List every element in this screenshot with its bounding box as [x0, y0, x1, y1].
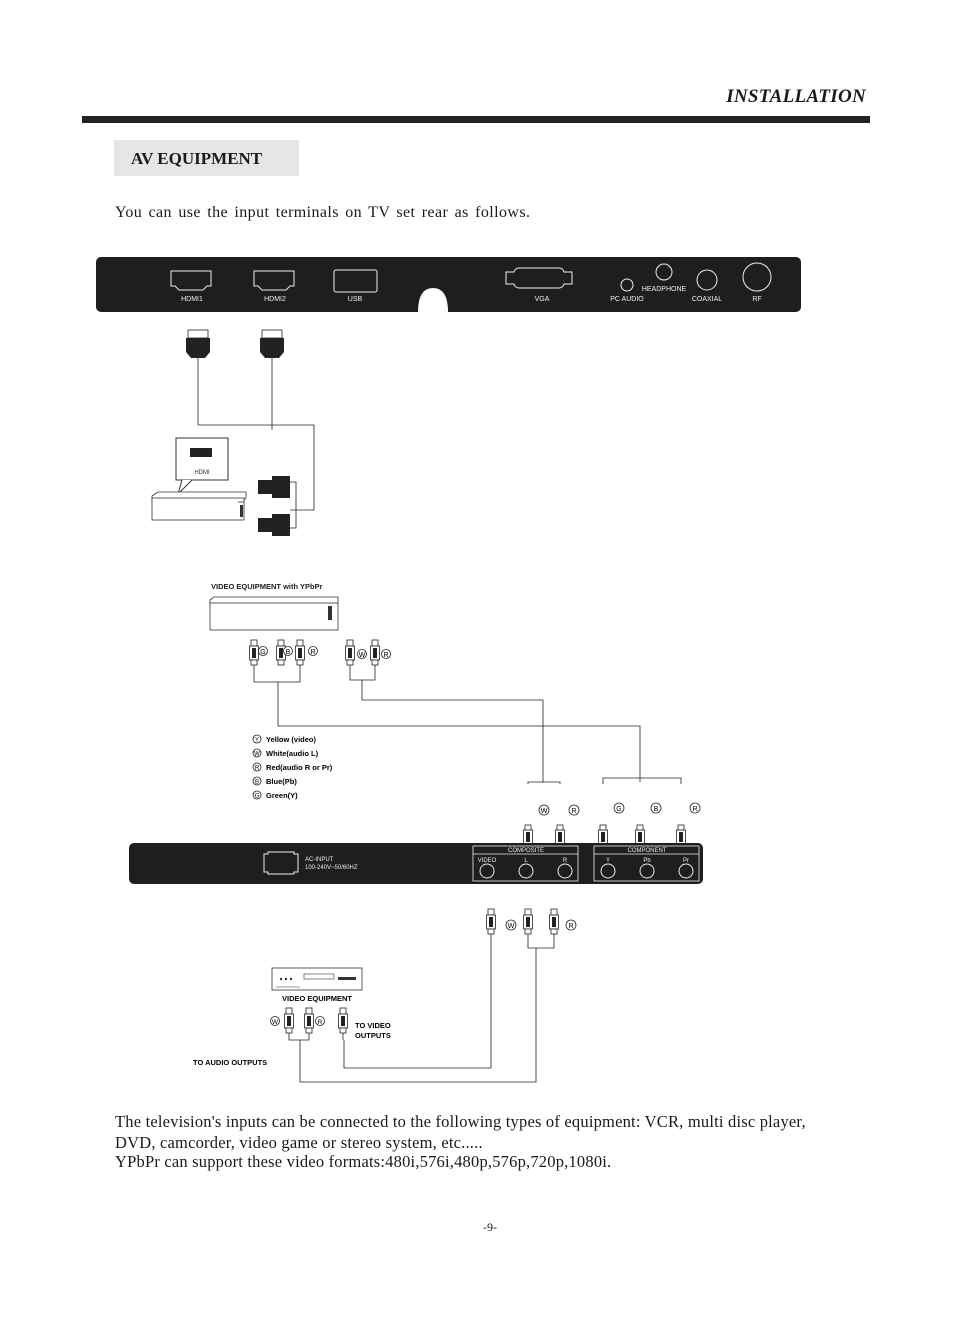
rca-plug-red [295, 639, 305, 666]
pb-jack [639, 863, 655, 879]
page-number: -9- [483, 1220, 497, 1234]
legend-white: White(audio L) [266, 749, 319, 758]
to-video-outputs-line1: TO VIDEO [355, 1021, 391, 1030]
hdmi-cable-1 [186, 329, 210, 425]
plug-letter-w-eq: W [272, 1019, 279, 1026]
connection-diagram: HDMI1 HDMI2 USB VGA PC AUDIO HEADPHONE C… [96, 257, 801, 1083]
ypbpr-video-device [209, 596, 339, 631]
legend-yellow: Yellow (video) [266, 735, 317, 744]
coaxial-jack [696, 269, 718, 291]
pr-jack-label: Pr [683, 858, 689, 864]
video-jack-label: VIDEO [478, 858, 497, 864]
hdmi-device-label: HDMI [194, 470, 210, 476]
ypbpr-plug-letters: G B R W R [258, 646, 391, 659]
legend-green: Green(Y) [266, 791, 298, 800]
hdmi-plug-device-1 [258, 476, 290, 498]
plug-letter-r2: R [383, 652, 388, 659]
video-out-plug [338, 1007, 348, 1034]
to-audio-outputs: TO AUDIO OUTPUTS [193, 1058, 267, 1067]
video-jack [479, 863, 495, 879]
plug-letter-b-comp: B [654, 806, 659, 813]
component-label: COMPONENT [628, 848, 667, 854]
l-jack-label: L [524, 858, 528, 864]
rf-label: RF [752, 296, 761, 303]
ac-spec-label: 100-240V~50/60HZ [305, 865, 358, 871]
svg-text:G: G [255, 794, 260, 800]
hdmi1-port [170, 270, 212, 291]
plug-letter-g-comp: G [616, 806, 621, 813]
plug-letter-r-comp2: R [692, 806, 697, 813]
plug-letter-b: B [286, 649, 291, 656]
svg-text:R: R [255, 766, 260, 772]
usb-label: USB [348, 296, 363, 303]
body-text-line1: The television's inputs can be connected… [115, 1112, 806, 1131]
r-jack-label: R [563, 858, 568, 864]
to-video-outputs-line2: OUTPUTS [355, 1031, 391, 1040]
hdmi-source-device [151, 437, 247, 521]
header-rule [82, 116, 870, 123]
section-title: AV EQUIPMENT [131, 149, 263, 168]
plug-letter-r-comp: R [571, 808, 576, 815]
y-jack [600, 863, 616, 879]
lower-composite-plugs: W R [486, 908, 577, 935]
composite-label: COMPOSITE [508, 848, 544, 854]
plug-letter-r-lower: R [568, 923, 573, 930]
svg-text:B: B [255, 780, 259, 786]
legend-red: Red(audio R or Pr) [266, 763, 333, 772]
section-title-box [114, 140, 299, 176]
audio-r-jack [557, 863, 573, 879]
rca-plug-white [345, 639, 355, 666]
ypbpr-cables [253, 665, 682, 784]
rf-jack [742, 262, 772, 292]
video-equipment-device [271, 967, 363, 991]
top-rear-panel [96, 257, 801, 312]
pc-audio-label: PC AUDIO [610, 296, 644, 303]
headphone-label: HEADPHONE [642, 286, 687, 293]
audio-l-jack [518, 863, 534, 879]
intro-text: You can use the input terminals on TV se… [115, 204, 531, 221]
plug-letter-r-eq: R [318, 1019, 323, 1026]
lower-cables [299, 934, 555, 1083]
pb-jack-label: Pb [643, 858, 651, 864]
usb-port [333, 269, 378, 293]
plug-letter-w-comp: W [541, 808, 548, 815]
hdmi1-label: HDMI1 [181, 296, 203, 303]
ac-input-label: AC-INPUT [305, 857, 334, 863]
coaxial-label: COAXIAL [692, 296, 722, 303]
svg-text:W: W [254, 752, 260, 758]
body-text-line3: YPbPr can support these video formats:48… [115, 1152, 612, 1171]
vga-port [505, 267, 573, 289]
headphone-jack [655, 263, 673, 281]
audio-out-plug-white [284, 1007, 294, 1034]
hdmi-cable-2 [260, 329, 284, 420]
plug-letter-g: G [260, 649, 265, 656]
svg-text:Y: Y [255, 738, 259, 744]
pr-jack [678, 863, 694, 879]
plug-letter-w-lower: W [508, 923, 515, 930]
hdmi-plug-device-2 [258, 514, 290, 536]
pc-audio-jack [620, 278, 634, 292]
color-legend: Y Yellow (video) W White(audio L) R Red(… [252, 734, 333, 800]
plug-letter-r: R [310, 649, 315, 656]
hdmi2-label: HDMI2 [264, 296, 286, 303]
plug-letter-w: W [359, 652, 366, 659]
rca-plug-red-audio [370, 639, 380, 666]
hdmi2-port [253, 270, 295, 291]
ypbpr-device-label: VIDEO EQUIPMENT with YPbPr [211, 582, 323, 591]
rca-plug-green [249, 639, 259, 666]
page-header-title: INSTALLATION [726, 86, 866, 107]
audio-out-plug-red [304, 1007, 314, 1034]
bottom-rear-panel [129, 843, 703, 884]
vga-label: VGA [535, 296, 550, 303]
legend-blue: Blue(Pb) [266, 777, 297, 786]
body-text-line2: DVD, camcorder, video game or stereo sys… [115, 1133, 483, 1152]
y-jack-label: Y [606, 858, 610, 864]
composite-plugs: W R [523, 804, 580, 851]
video-equipment-label: VIDEO EQUIPMENT [282, 994, 352, 1003]
component-plugs: G B R [598, 802, 701, 851]
